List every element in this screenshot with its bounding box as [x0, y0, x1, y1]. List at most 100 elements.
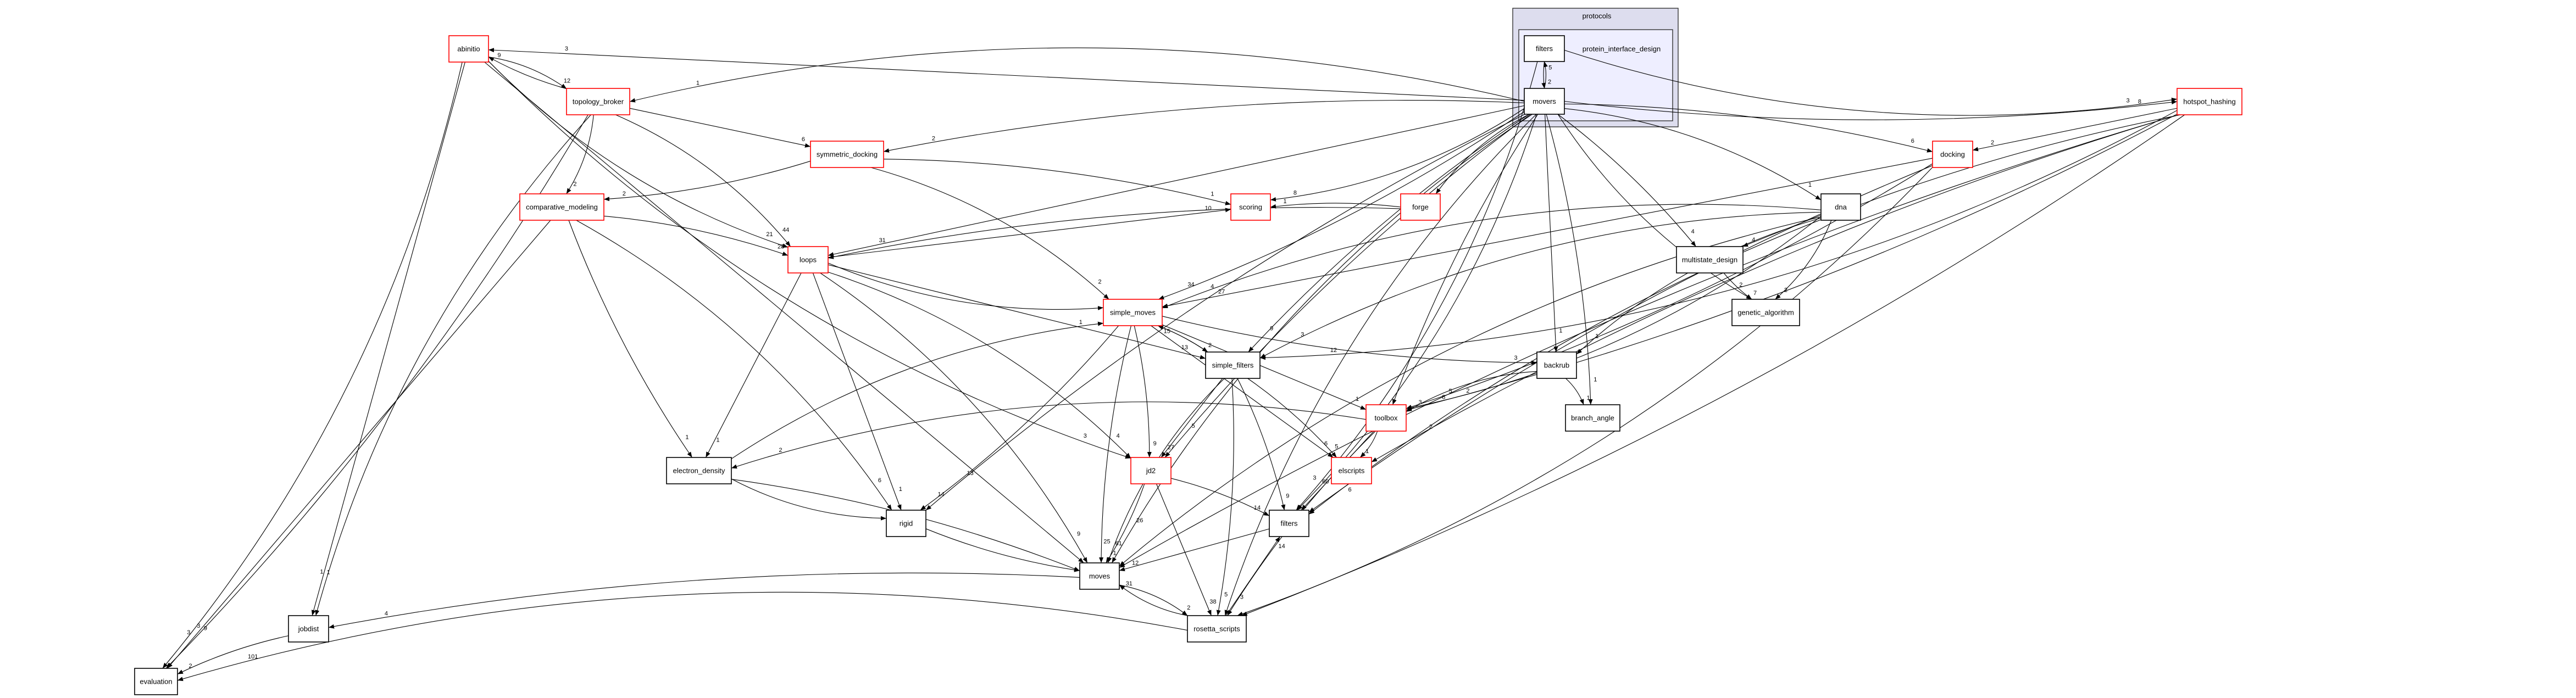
dependency-edge-filters-to-moves[interactable] [1119, 528, 1270, 572]
dependency-edge-topology_broker-to-symmetric_docking[interactable] [629, 108, 811, 148]
dependency-edge-hotspot_hashing-to-simple_filters[interactable] [1259, 110, 2178, 360]
dependency-edge-electron_density-to-simple_moves[interactable] [731, 321, 1104, 459]
directory-node-abinitio[interactable]: abinitio [448, 35, 489, 63]
edge-count-label[interactable]: 5 [1548, 64, 1552, 71]
edge-count-label[interactable]: 1 [1595, 333, 1598, 340]
edge-count-label[interactable]: 38 [1209, 599, 1216, 605]
edge-count-label[interactable]: 7 [1753, 290, 1757, 297]
directory-node-rigid[interactable]: rigid [886, 510, 926, 537]
dependency-edge-comparative_modeling-to-electron_density[interactable] [568, 220, 692, 458]
node-box[interactable] [1524, 88, 1565, 115]
directory-node-pid-movers[interactable]: movers [1524, 88, 1565, 115]
dependency-edge-loops-to-electron_density[interactable] [705, 272, 802, 458]
dependency-edge-pid_movers-to-multistate_design[interactable] [1557, 114, 1696, 247]
node-box[interactable] [1536, 351, 1577, 379]
edge-count-label[interactable]: 44 [782, 227, 789, 233]
dependency-edge-pid_movers-to-dna[interactable] [1564, 108, 1822, 200]
dependency-edge-dna-to-genetic_algorithm[interactable] [1775, 220, 1832, 300]
dependency-edge-pid_movers-to-simple_moves[interactable] [1158, 111, 1525, 300]
directory-node-electron-density[interactable]: electron_density [666, 457, 732, 484]
dependency-edge-backrub-to-branch_angle[interactable] [1565, 378, 1584, 405]
node-box[interactable] [1103, 299, 1163, 326]
edge-count-label[interactable]: 14 [938, 491, 945, 498]
directory-node-simple-filters[interactable]: simple_filters [1205, 351, 1261, 379]
dependency-edge-pid_movers-to-backrub[interactable] [1545, 114, 1558, 353]
edge-count-label[interactable]: 9 [1153, 440, 1157, 447]
edge-count-label[interactable]: 1 [717, 437, 720, 443]
edge-count-label[interactable]: 1 [696, 80, 699, 87]
dependency-edge-pid_movers-to-toolbox[interactable] [1392, 114, 1539, 405]
edge-count-label[interactable]: 3 [197, 623, 200, 629]
directory-node-simple-moves[interactable]: simple_moves [1103, 299, 1163, 326]
edge-count-label[interactable]: 2 [1208, 342, 1212, 349]
dependency-edge-forge-to-loops[interactable] [828, 207, 1401, 259]
edge-count-label[interactable]: 8 [1442, 394, 1445, 400]
edge-count-label[interactable]: 2 [1991, 139, 1994, 146]
edge-count-label[interactable]: 5 [1192, 423, 1195, 429]
edge-count-label[interactable]: 4 [1752, 237, 1755, 243]
edge-count-label[interactable]: 1 [1559, 328, 1562, 334]
directory-node-branch-angle[interactable]: branch_angle [1565, 404, 1620, 432]
edge-count-label[interactable]: 3 [187, 629, 190, 636]
node-box[interactable] [886, 510, 926, 537]
edge-count-label[interactable]: 3 [1240, 594, 1243, 600]
node-box[interactable] [1676, 246, 1744, 273]
dependency-edge-rosetta_scripts-to-moves[interactable] [1119, 584, 1188, 616]
edge-count-label[interactable]: 27 [1168, 444, 1174, 451]
node-box[interactable] [1130, 457, 1172, 484]
dependency-edge-jobdist-to-evaluation[interactable] [177, 635, 289, 675]
node-box[interactable] [1365, 404, 1407, 432]
node-box[interactable] [2177, 88, 2242, 115]
node-box[interactable] [1565, 404, 1620, 432]
edge-count-label[interactable]: 6 [1348, 487, 1351, 493]
directory-node-forge[interactable]: forge [1400, 193, 1441, 221]
dependency-edge-comparative_modeling-to-rigid[interactable] [576, 220, 892, 511]
edge-count-label[interactable]: 1 [320, 568, 323, 575]
dependency-edge-hotspot_hashing-to-rosetta_scripts[interactable] [1241, 114, 2185, 616]
edge-count-label[interactable]: 1 [1594, 376, 1597, 383]
directory-node-pid-filters[interactable]: filters [1524, 35, 1565, 62]
dependency-edge-simple_moves-to-elscripts[interactable] [1151, 325, 1334, 458]
dependency-edge-electron_density-to-rigid[interactable] [731, 478, 887, 521]
dependency-edge-simple_moves-to-jd2[interactable] [1134, 325, 1152, 458]
edge-count-label[interactable]: 26 [1136, 517, 1143, 524]
edge-count-label[interactable]: 2 [1098, 278, 1102, 285]
node-box[interactable] [1331, 457, 1372, 484]
edge-count-label[interactable]: 6 [1911, 138, 1914, 144]
edge-count-label[interactable]: 1 [1284, 198, 1287, 205]
edge-count-label[interactable]: 12 [1330, 347, 1337, 354]
edge-count-label[interactable]: 2 [779, 447, 782, 454]
dependency-edge-simple_moves-to-rigid[interactable] [920, 325, 1119, 511]
edge-count-label[interactable]: 13 [1181, 344, 1188, 351]
edge-count-label[interactable]: 1 [1113, 550, 1117, 556]
dependency-edge-simple_filters-to-rosetta_scripts[interactable] [1216, 378, 1234, 616]
dependency-edge-pid_movers-to-rigid[interactable] [925, 114, 1525, 511]
edge-count-label[interactable]: 3 [1418, 399, 1422, 406]
edge-count-label[interactable]: 61 [1115, 540, 1122, 547]
edge-count-label[interactable]: 3 [1313, 475, 1316, 482]
directory-node-scoring[interactable]: scoring [1230, 193, 1271, 221]
dependency-edge-pid_movers-to-moves[interactable] [1111, 114, 1533, 563]
edge-count-label[interactable]: 4 [1691, 228, 1695, 235]
edge-count-label[interactable]: 6 [878, 477, 881, 484]
edge-count-label[interactable]: 1 [1587, 395, 1590, 401]
dependency-edge-simple_moves-to-toolbox[interactable] [1162, 324, 1367, 410]
dependency-edge-dna-to-multistate_design[interactable] [1742, 214, 1822, 247]
directory-node-topology-broker[interactable]: topology_broker [566, 88, 630, 115]
edge-count-label[interactable]: 1 [1211, 191, 1214, 198]
edge-count-label[interactable]: 2 [623, 191, 626, 197]
edge-count-label[interactable]: 2 [1187, 605, 1190, 611]
dependency-edge-symmetric_docking-to-scoring[interactable] [883, 159, 1231, 205]
edge-count-label[interactable]: 5 [1448, 388, 1452, 394]
directory-node-dna[interactable]: dna [1820, 193, 1861, 221]
dependency-edge-loops-to-rigid[interactable] [812, 272, 902, 511]
dependency-edge-multistate_design-to-genetic_algorithm[interactable] [1723, 272, 1752, 300]
dependency-edge-abinitio-to-evaluation[interactable] [162, 62, 463, 669]
dependency-edge-pid_movers-to-hotspot_hashing[interactable] [1564, 100, 2178, 120]
dependency-edge-abinitio-to-topology_broker[interactable] [488, 57, 567, 90]
directory-node-rosetta-scripts[interactable]: rosetta_scripts [1187, 615, 1247, 643]
edge-count-label[interactable]: 21 [766, 231, 773, 238]
edge-count-label[interactable]: 14 [1279, 543, 1285, 550]
node-box[interactable] [288, 615, 329, 643]
dependency-edge-toolbox-to-elscripts[interactable] [1359, 431, 1378, 458]
